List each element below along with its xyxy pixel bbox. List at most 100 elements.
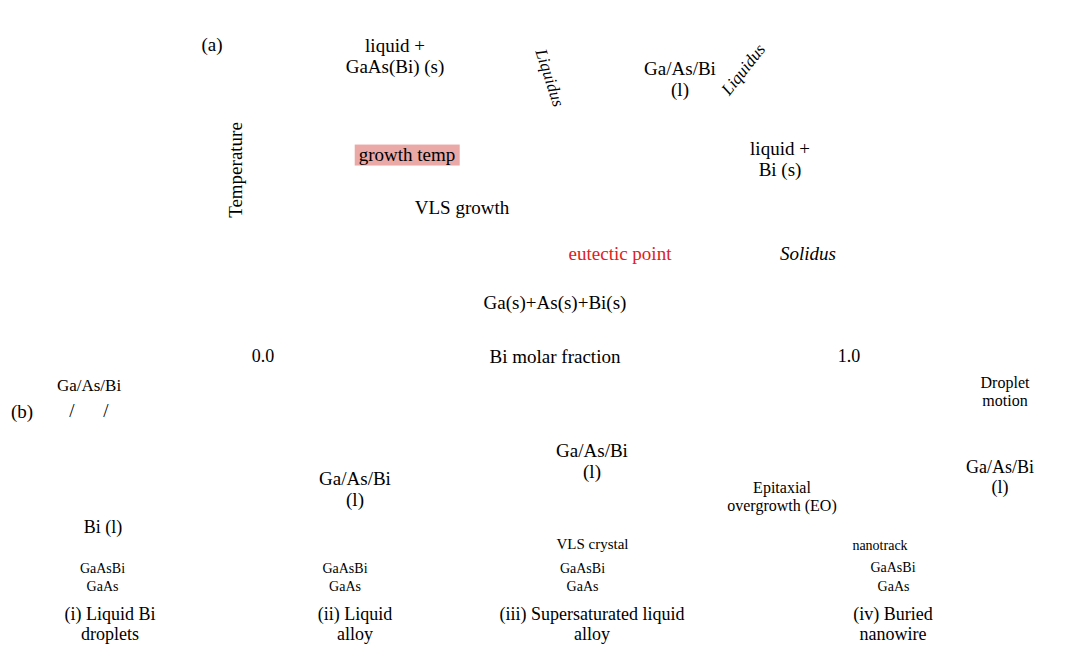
tick-label: 1.0 [838, 347, 861, 367]
species-key: Ga/As/Bi [57, 377, 121, 396]
outline-shape [5, 560, 200, 577]
curve-label: Liquidus [531, 47, 567, 109]
flux-arrow [421, 461, 440, 470]
gaas-substrate: GaAs [248, 577, 442, 597]
ga-atom [46, 402, 64, 420]
alloy-droplet: Ga/As/Bi (l) [942, 420, 1058, 536]
motion-arrow [963, 416, 1050, 418]
point-label: eutectic point [569, 244, 672, 265]
node-text: nanotrack [852, 538, 907, 553]
gaas-substrate: GaAs [485, 577, 680, 597]
state-dot [521, 186, 533, 198]
node-text: Bi (l) [68, 518, 138, 538]
node-shape [735, 514, 957, 574]
gaasbi-layer: GaAsBi [485, 560, 680, 577]
nanotrack: nanotrack [735, 514, 957, 574]
droplet-shape [526, 396, 658, 528]
droplet-shape [63, 488, 143, 568]
cycle-arrow [536, 167, 591, 201]
node-text: GaAsBi [80, 561, 125, 576]
separator: / [103, 401, 108, 422]
state-dot [587, 149, 599, 161]
gaasbi-layer: GaAsBi nanotrack [722, 512, 1065, 577]
separator: / [69, 401, 74, 422]
as-atom [80, 402, 98, 420]
outline-shape [735, 518, 955, 572]
outline-shape [5, 577, 200, 597]
curve-label: Solidus [780, 244, 836, 265]
step-caption: (iv) Buried nanowire [836, 605, 951, 645]
flux-arrow [354, 406, 356, 419]
flux-arrow [32, 549, 60, 551]
panel-label: (a) [201, 35, 222, 56]
step-caption: (i) Liquid Bi droplets [45, 605, 175, 645]
droplet-shape [287, 422, 423, 558]
axis-title: Temperature [226, 122, 247, 218]
bi-atom [346, 386, 364, 404]
bi-atom [174, 539, 192, 557]
eutectic-dot [613, 226, 627, 240]
as-atom [439, 446, 457, 464]
node-text: Ga/As/Bi (l) [552, 441, 632, 483]
panel-label: (b) [11, 402, 33, 423]
outline-shape [485, 577, 680, 597]
curve-label: Liquidus [718, 41, 769, 99]
bi-droplet: Bi (l) [63, 488, 143, 568]
axis-title: Bi molar fraction [490, 347, 621, 368]
gaasbi-layer: GaAsBi [5, 560, 200, 577]
overgrowth-arrow [851, 484, 853, 522]
outline-shape [722, 514, 1065, 577]
step-caption: (ii) Liquid alloy [300, 605, 410, 645]
node-text: Ga/As/Bi (l) [315, 469, 395, 511]
cycle-arrow [537, 161, 585, 183]
gaasbi-layer: GaAsBi [248, 560, 442, 577]
process-label: Droplet motion [965, 374, 1045, 409]
flux-arrow [68, 475, 79, 490]
outline-shape [545, 5, 835, 233]
flux-arrow [119, 472, 126, 486]
tick-label: 0.0 [252, 347, 275, 367]
bi-atom [114, 402, 132, 420]
outline-shape [255, 5, 620, 233]
node-text: GaAsBi [560, 561, 605, 576]
node-text: liquid + GaAs(Bi) (s) [336, 36, 454, 78]
step-arrow [203, 585, 245, 589]
alloy-droplet: Ga/As/Bi (l) [526, 396, 658, 528]
alloy-droplet: Ga/As/Bi (l) [287, 422, 423, 558]
node-text: Ga(s)+As(s)+Bi(s) [484, 293, 627, 314]
outline-shape [255, 233, 855, 340]
node-text: liquid + Bi (s) [744, 139, 816, 181]
node-text: GaAs [878, 579, 910, 594]
node-text: VLS crystal [556, 536, 628, 553]
outline-shape [525, 528, 660, 560]
outline-shape [248, 560, 442, 577]
node-text: GaAsBi [322, 561, 367, 576]
step-arrow [683, 585, 719, 589]
outline-shape [620, 5, 855, 233]
bi-atom [121, 453, 139, 471]
node-text: GaAs [329, 579, 361, 594]
bi-atom [13, 541, 31, 559]
node-text: GaAs [567, 579, 599, 594]
step-caption: (iii) Supersaturated liquid alloy [497, 605, 687, 645]
gaas-substrate: GaAs [5, 577, 200, 597]
gaas-substrate: GaAs [722, 577, 1065, 597]
ga-atom [253, 446, 271, 464]
outline-shape [722, 577, 1065, 597]
vls-crystal: VLS crystal [525, 528, 660, 560]
process-label: VLS growth [415, 198, 509, 219]
process-label: Epitaxial overgrowth (EO) [720, 479, 844, 514]
node-text: Ga/As/Bi (l) [961, 458, 1039, 498]
outline-shape [485, 560, 680, 577]
step-arrow [445, 585, 482, 589]
outline-shape [248, 577, 442, 597]
bi-atom [53, 457, 71, 475]
droplet-shape [942, 420, 1058, 536]
node-text: Ga/As/Bi (l) [640, 59, 720, 101]
node-text: GaAs [87, 579, 119, 594]
line-label: growth temp [355, 145, 460, 166]
node-text: GaAsBi [870, 560, 915, 575]
flux-arrow [270, 461, 289, 470]
